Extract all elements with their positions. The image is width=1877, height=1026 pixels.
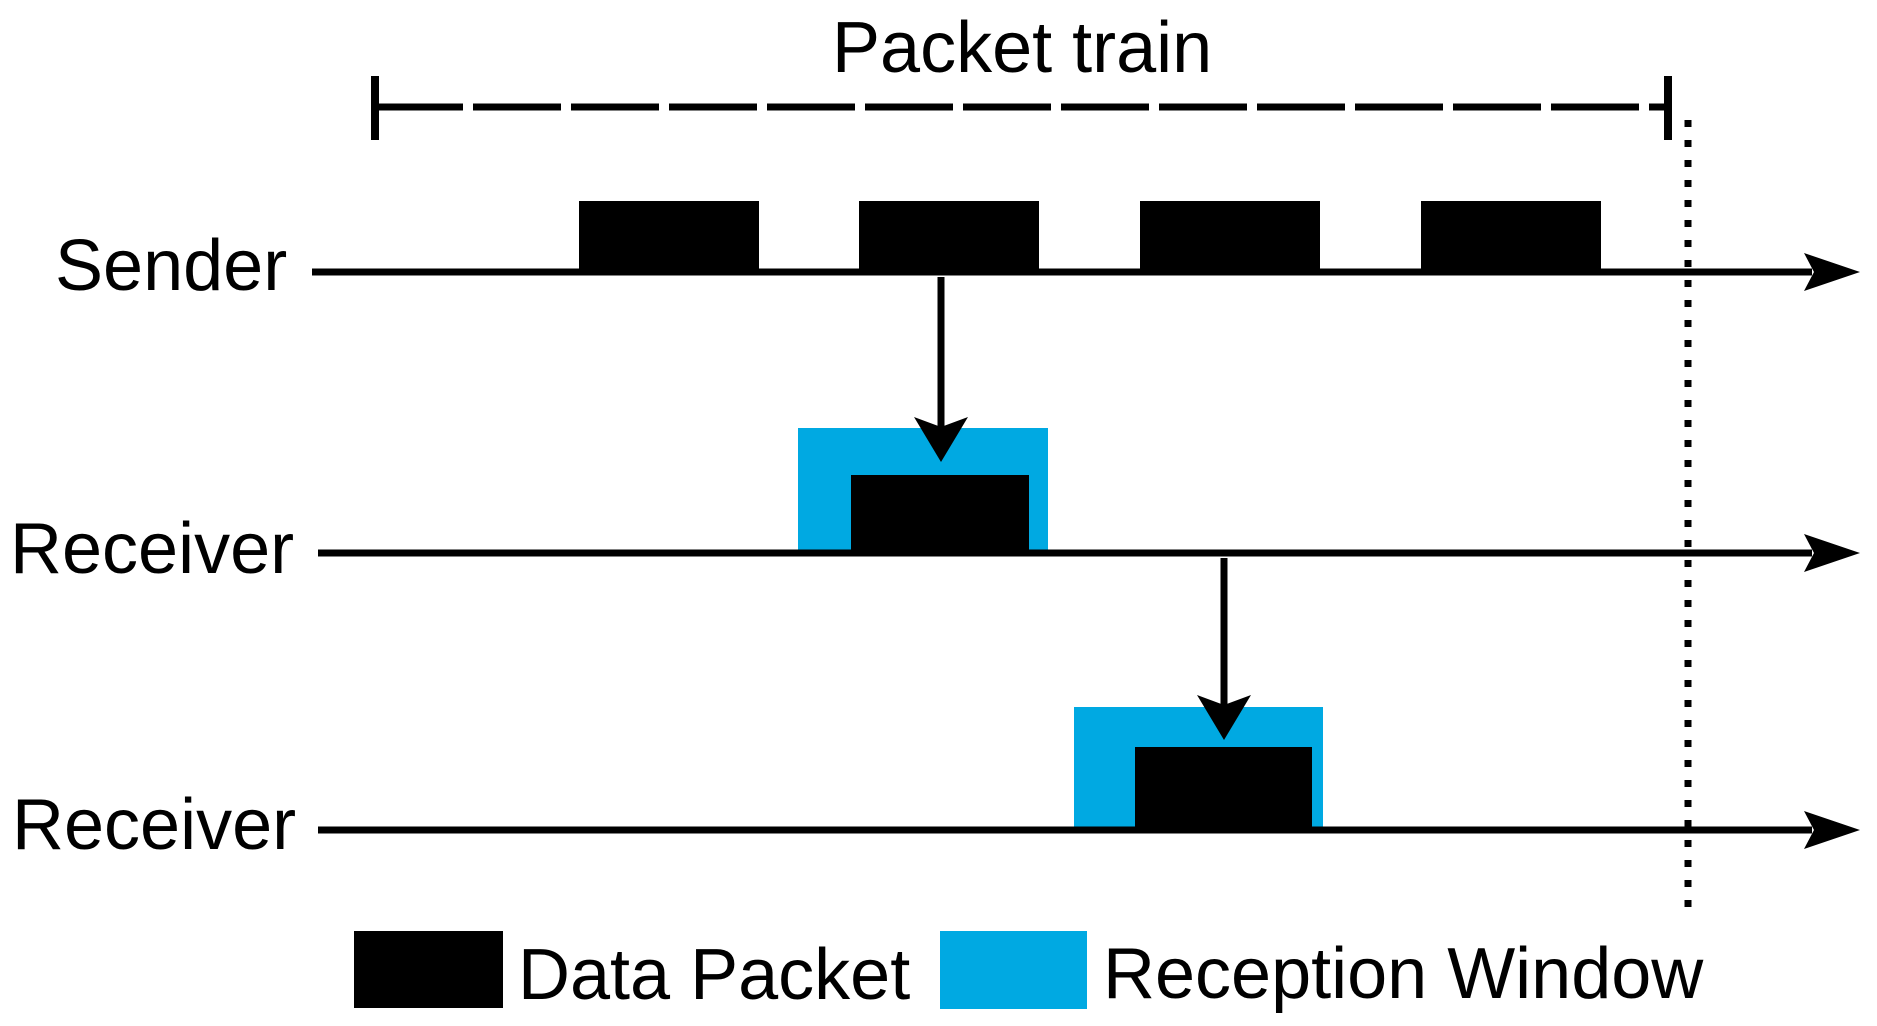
delivery-arrow-2-head-icon	[1197, 695, 1251, 740]
packet-train-bracket	[371, 76, 1672, 140]
data-packet-1	[579, 201, 759, 273]
received-packet-1	[851, 475, 1029, 550]
packet-train-title: Packet train	[832, 8, 1212, 88]
delivery-arrow-1-head-icon	[914, 417, 968, 462]
legend-data-packet-swatch	[354, 931, 503, 1008]
data-packet-4	[1421, 201, 1601, 273]
delivery-arrow-1	[914, 277, 968, 462]
receiver-2-label: Receiver	[12, 785, 296, 865]
sender-row: Sender	[55, 201, 1860, 306]
sender-label: Sender	[55, 226, 287, 306]
receiver-1-row: Receiver	[10, 475, 1860, 589]
legend: Data Packet Reception Window	[354, 931, 1704, 1015]
receiver-1-label: Receiver	[10, 509, 294, 589]
receiver-1-timeline-arrowhead-icon	[1804, 534, 1860, 572]
received-packet-2	[1135, 747, 1312, 827]
legend-reception-window-swatch	[940, 931, 1087, 1009]
delivery-arrow-2	[1197, 558, 1251, 740]
data-packet-3	[1140, 201, 1320, 273]
data-packet-2	[859, 201, 1039, 273]
legend-reception-window-label: Reception Window	[1103, 934, 1704, 1014]
sender-timeline-arrowhead-icon	[1804, 253, 1860, 291]
legend-data-packet-label: Data Packet	[518, 935, 910, 1015]
receiver-2-row: Receiver	[12, 747, 1860, 865]
receiver-2-timeline-arrowhead-icon	[1804, 811, 1860, 849]
